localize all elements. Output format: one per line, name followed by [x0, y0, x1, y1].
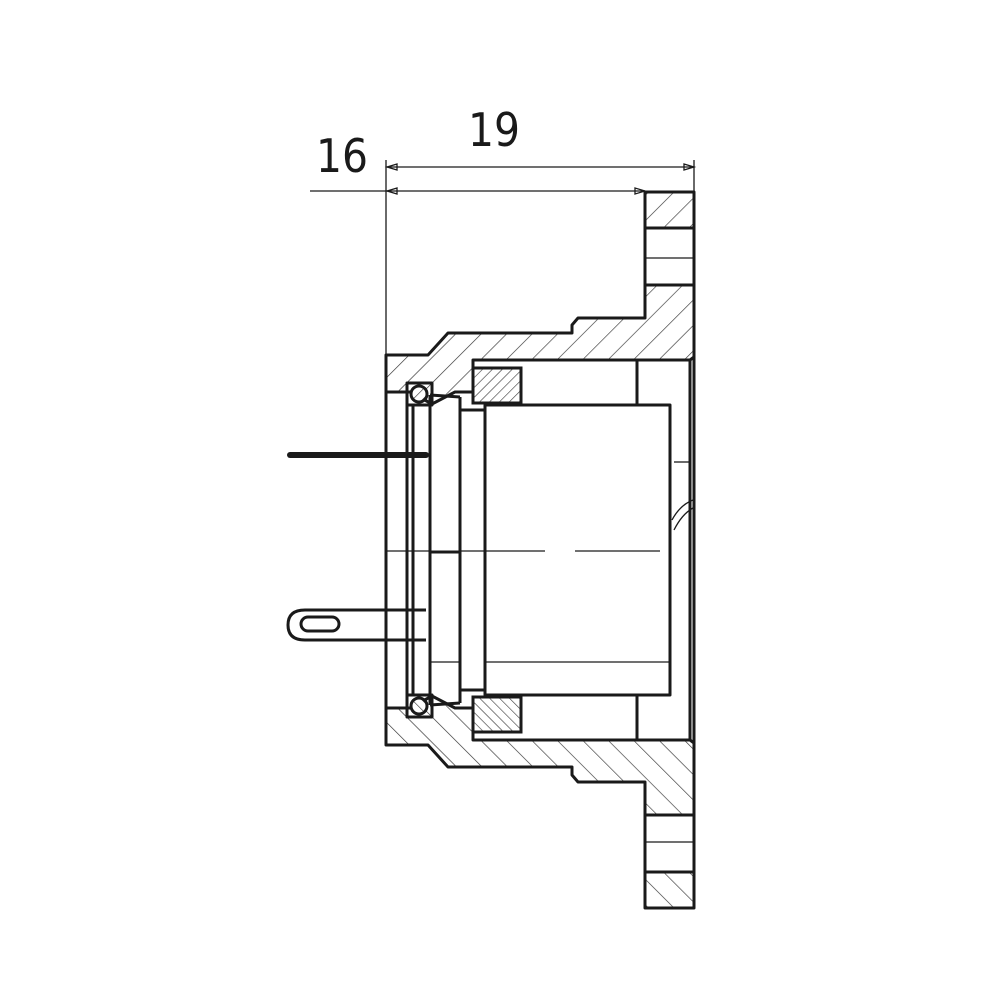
latch-curve	[671, 499, 694, 531]
housing-half-bottom	[384, 693, 696, 910]
housing-body-section	[384, 283, 696, 406]
dimension-line-16	[310, 187, 648, 195]
housing-half-top	[384, 190, 696, 407]
mounting-hole	[643, 226, 696, 287]
o-ring	[409, 384, 429, 404]
insert-cylinder	[483, 403, 672, 697]
dimension-line-19	[384, 163, 697, 171]
dimension-label-19: 19	[468, 103, 520, 157]
dimension-label-16: 16	[316, 129, 368, 183]
flange-section	[643, 190, 696, 230]
solder-cup-hole	[299, 615, 341, 633]
solder-cup-contact	[286, 608, 426, 642]
insert-block	[471, 366, 523, 405]
extension-lines	[385, 160, 695, 355]
